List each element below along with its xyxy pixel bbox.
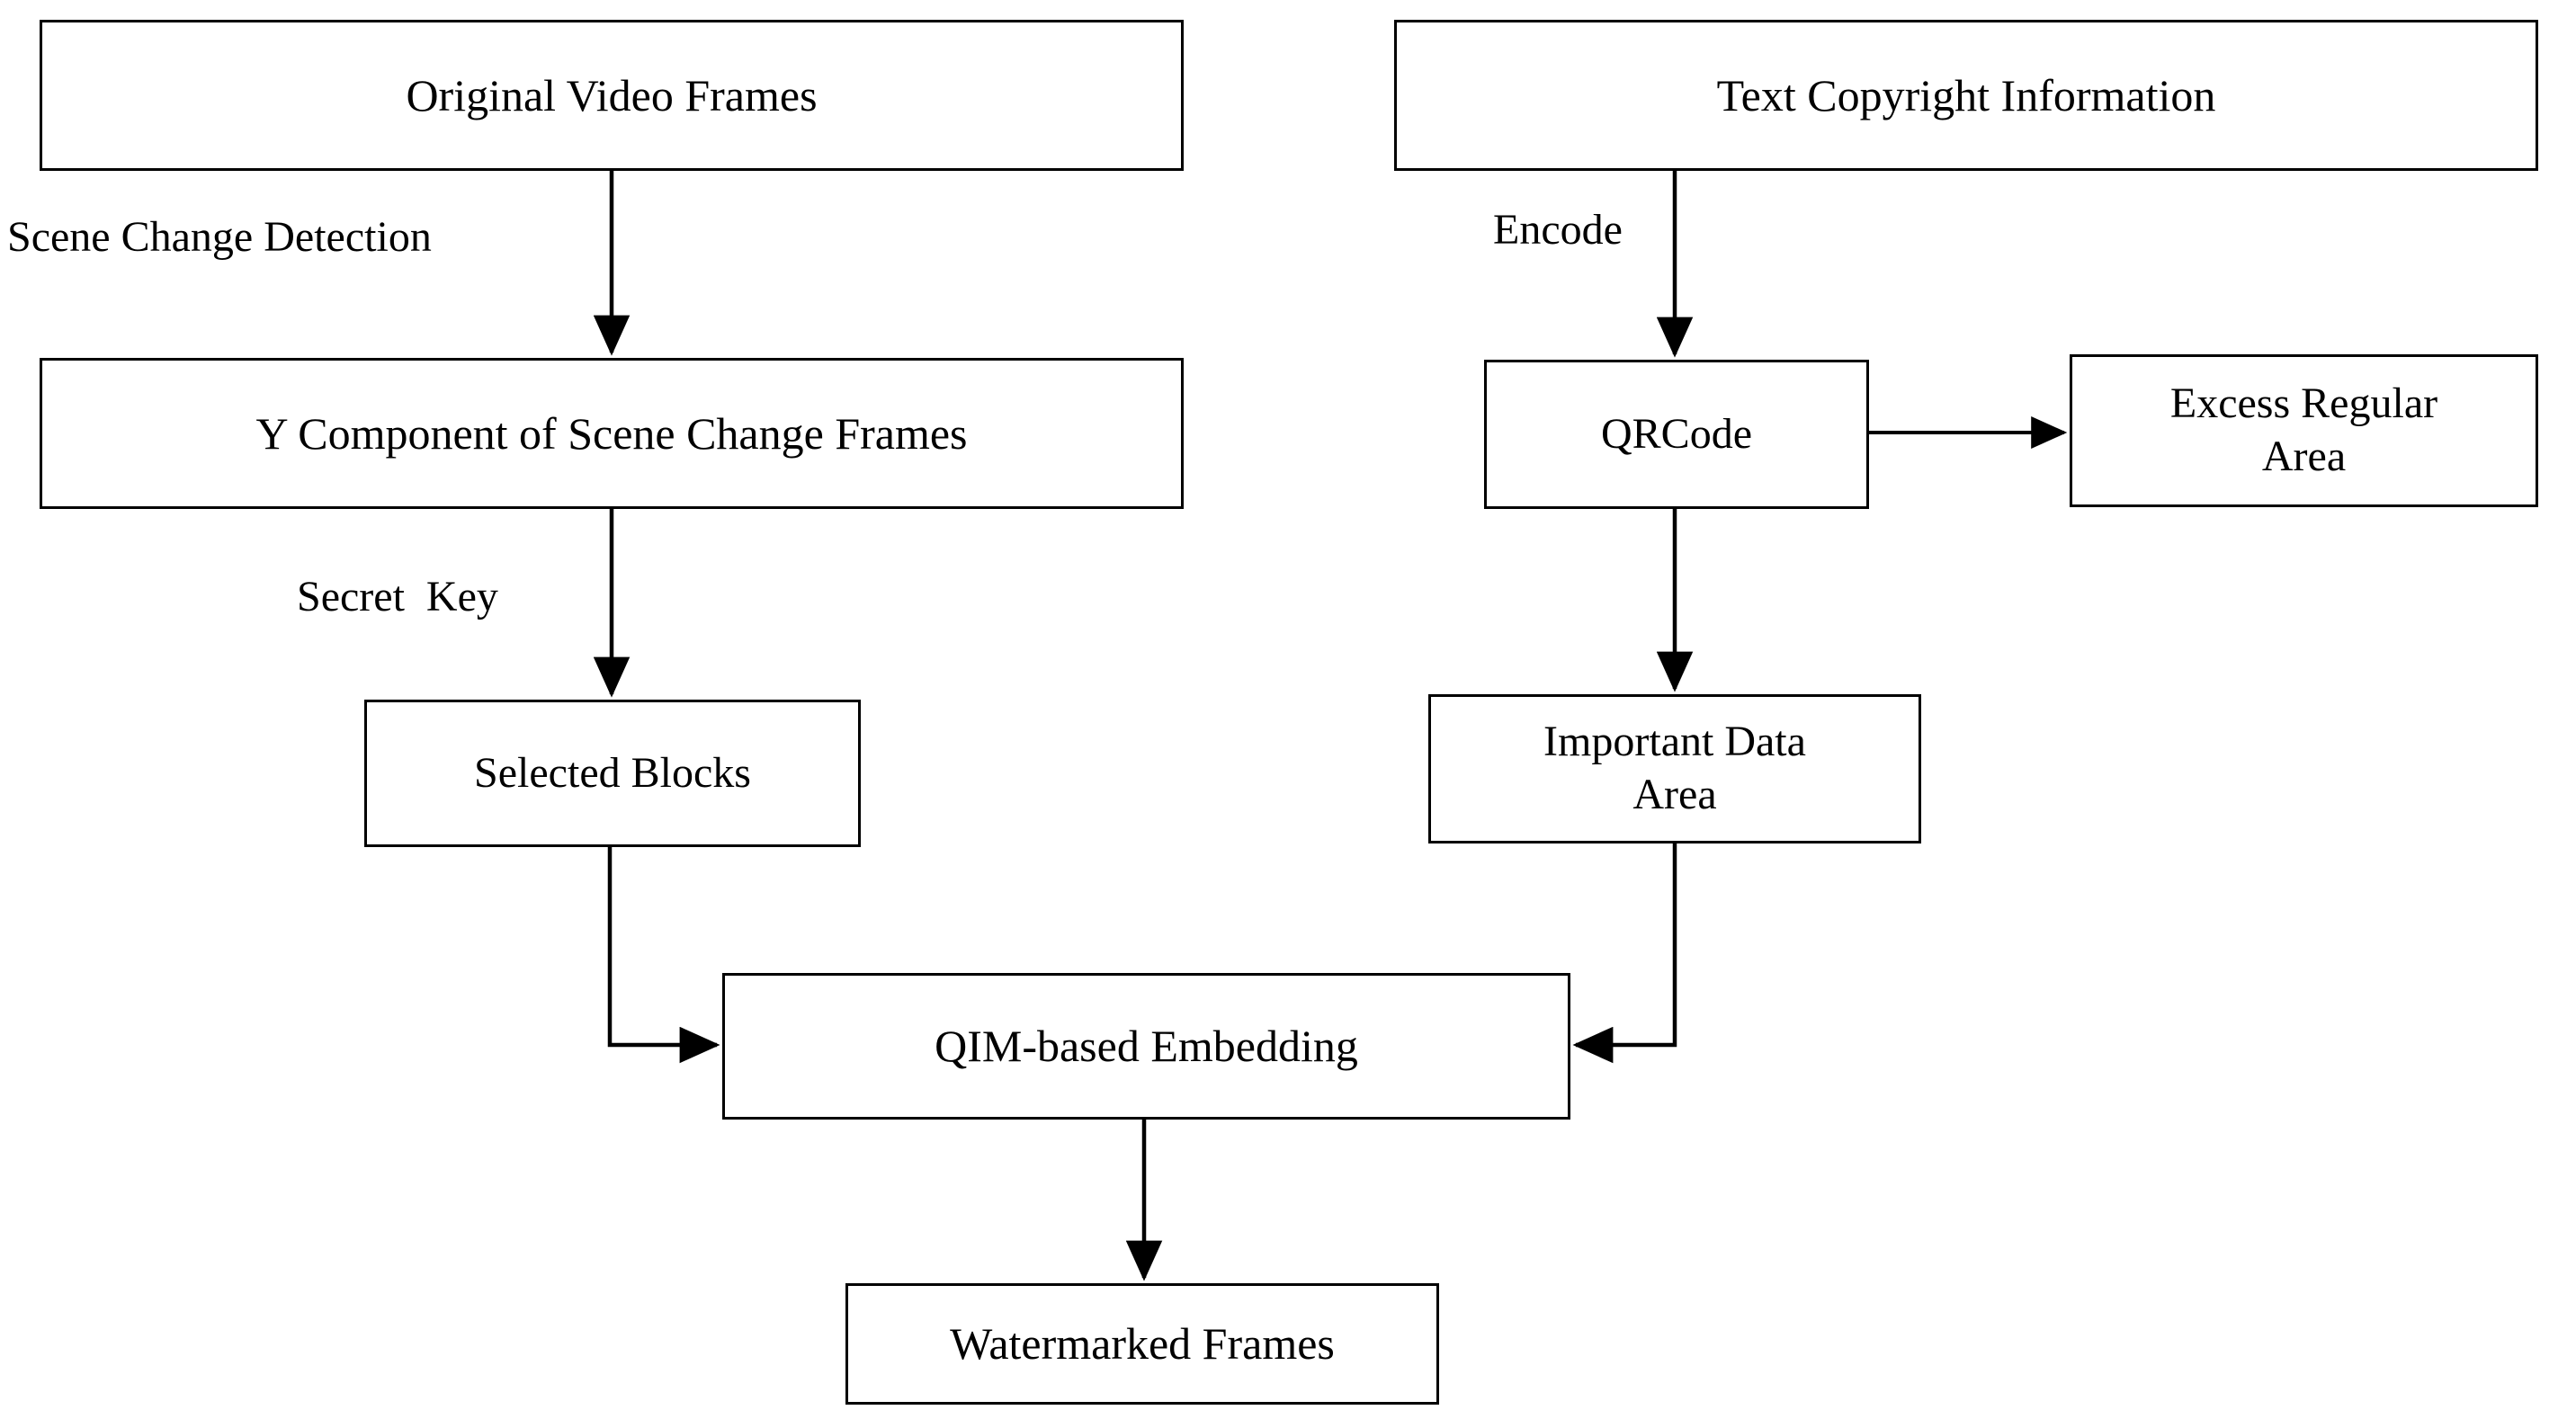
node-label-qrcode: QRCode: [1601, 409, 1752, 458]
node-important-data-area[interactable]: Important Data Area: [1428, 694, 1921, 843]
edge-importantdataarea-to-qim: [1572, 843, 1677, 1064]
node-original-video-frames[interactable]: Original Video Frames: [40, 20, 1184, 171]
edge-label-secret-key: Secret Key: [297, 573, 498, 620]
edge-label-scene-change-detection: Scene Change Detection: [7, 213, 432, 261]
node-watermarked-frames[interactable]: Watermarked Frames: [845, 1283, 1439, 1405]
node-label-qim-based-embedding: QIM-based Embedding: [935, 1021, 1358, 1071]
node-y-component-of-scene-change-frames[interactable]: Y Component of Scene Change Frames: [40, 358, 1184, 509]
node-label-important-data-area: Important Data Area: [1543, 718, 1806, 818]
node-label-watermarked-frames: Watermarked Frames: [950, 1318, 1335, 1369]
edge-selectedblocks-to-qim: [607, 847, 720, 1064]
node-selected-blocks[interactable]: Selected Blocks: [364, 700, 861, 847]
node-label-text-copyright-information: Text Copyright Information: [1716, 69, 2216, 120]
node-label-original-video-frames: Original Video Frames: [406, 69, 818, 120]
node-label-selected-blocks: Selected Blocks: [474, 748, 751, 797]
node-excess-regular-area[interactable]: Excess Regular Area: [2070, 354, 2538, 507]
node-label-excess-regular-area: Excess Regular Area: [2169, 379, 2438, 480]
node-text-copyright-information[interactable]: Text Copyright Information: [1394, 20, 2538, 171]
edge-label-encode: Encode: [1493, 206, 1623, 254]
node-qrcode[interactable]: QRCode: [1484, 360, 1869, 509]
node-qim-based-embedding[interactable]: QIM-based Embedding: [722, 973, 1570, 1120]
node-label-y-component-of-scene-change-frames: Y Component of Scene Change Frames: [255, 407, 968, 459]
